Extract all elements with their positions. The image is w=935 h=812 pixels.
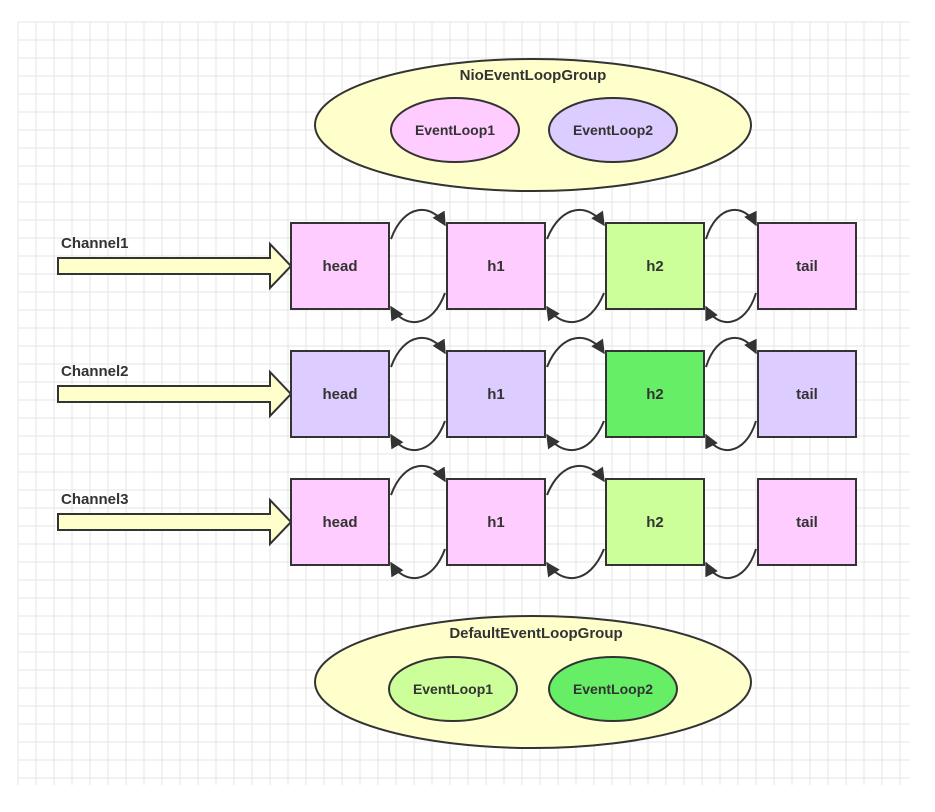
handler-label: h1: [487, 386, 505, 403]
handler-box-head: [290, 478, 390, 566]
handler-box-h2: [605, 350, 705, 438]
backward-connector: [390, 420, 446, 451]
backward-connector: [546, 292, 605, 323]
forward-connector: [546, 209, 605, 240]
default-group-title: DefaultEventLoopGroup: [449, 625, 622, 642]
handler-label: h2: [646, 514, 664, 531]
backward-connector: [705, 548, 757, 579]
forward-connector: [705, 337, 757, 368]
channel-label: Channel1: [61, 235, 129, 252]
channel-label: Channel3: [61, 491, 129, 508]
nio-event-loop-1-label: EventLoop1: [415, 122, 495, 138]
handler-label: tail: [796, 258, 818, 275]
backward-connector: [546, 420, 605, 451]
nio-event-loop-2: [548, 97, 678, 163]
default-event-loop-2-label: EventLoop2: [573, 681, 653, 697]
handler-label: head: [322, 258, 357, 275]
channel-arrow: [57, 369, 293, 419]
handler-label: h1: [487, 258, 505, 275]
handler-label: tail: [796, 386, 818, 403]
channel-arrow: [57, 241, 293, 291]
handler-box-h1: [446, 222, 546, 310]
nio-group-title: NioEventLoopGroup: [460, 67, 607, 84]
nio-event-loop-group: NioEventLoopGroup EventLoop1 EventLoop2: [314, 58, 752, 192]
channel-label: Channel2: [61, 363, 129, 380]
handler-box-head: [290, 222, 390, 310]
nio-event-loop-2-label: EventLoop2: [573, 122, 653, 138]
forward-connector: [390, 337, 446, 368]
handler-box-h2: [605, 222, 705, 310]
forward-connector: [546, 337, 605, 368]
handler-box-tail: [757, 478, 857, 566]
handler-label: h1: [487, 514, 505, 531]
forward-connector: [705, 209, 757, 240]
handler-box-h2: [605, 478, 705, 566]
backward-connector: [390, 548, 446, 579]
forward-connector: [390, 209, 446, 240]
backward-connector: [705, 420, 757, 451]
backward-connector: [546, 548, 605, 579]
handler-label: tail: [796, 514, 818, 531]
channel-row: Channel1 head h1 h2 tail: [57, 209, 857, 323]
forward-connector: [546, 465, 605, 496]
handler-box-head: [290, 350, 390, 438]
handler-label: head: [322, 514, 357, 531]
default-event-loop-1-label: EventLoop1: [413, 681, 493, 697]
handler-label: h2: [646, 258, 664, 275]
handler-label: head: [322, 386, 357, 403]
handler-box-tail: [757, 350, 857, 438]
channel-row: Channel2 head h1 h2 tail: [57, 337, 857, 451]
default-event-loop-2: [548, 656, 678, 722]
backward-connector: [705, 292, 757, 323]
forward-connector: [390, 465, 446, 496]
channel-row: Channel3 head h1 h2 tail: [57, 465, 857, 579]
default-event-loop-group: DefaultEventLoopGroup EventLoop1 EventLo…: [314, 615, 752, 749]
handler-box-tail: [757, 222, 857, 310]
backward-connector: [390, 292, 446, 323]
handler-box-h1: [446, 478, 546, 566]
handler-label: h2: [646, 386, 664, 403]
nio-event-loop-1: [390, 97, 520, 163]
handler-box-h1: [446, 350, 546, 438]
default-event-loop-1: [388, 656, 518, 722]
channel-arrow: [57, 497, 293, 547]
